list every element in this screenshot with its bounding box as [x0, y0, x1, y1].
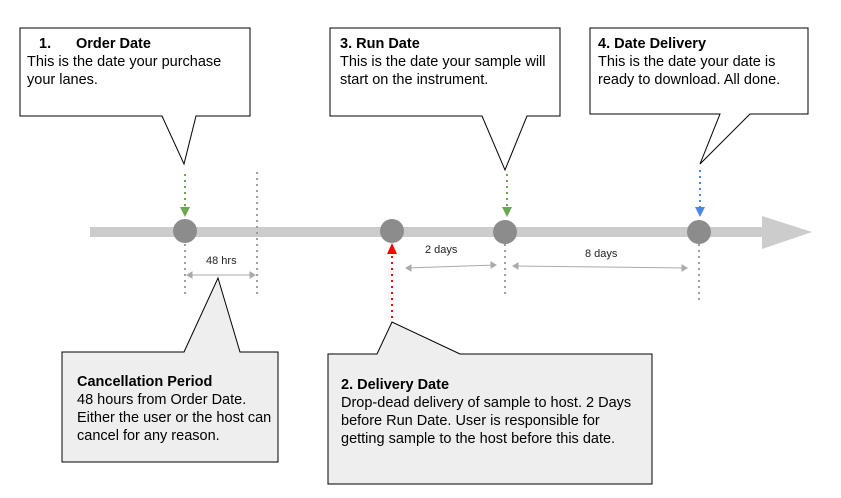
date-delivery-arrow — [695, 207, 705, 217]
interval-2days-arrow — [405, 261, 497, 272]
date-delivery-text: 4. Date Delivery This is the date your d… — [598, 35, 803, 89]
milestone-order-date — [173, 219, 197, 243]
interval-8days-label: 8 days — [585, 248, 618, 260]
delivery-date-body: Drop-dead delivery of sample to host. 2 … — [341, 395, 632, 447]
run-date-arrow — [502, 207, 512, 217]
order-date-body: This is the date your purchase your lane… — [27, 54, 222, 88]
cancellation-title: Cancellation Period — [77, 374, 213, 390]
interval-48hrs-arrow — [186, 271, 256, 279]
callout-date-delivery-shape — [589, 27, 809, 165]
cancellation-text: Cancellation Period 48 hours from Order … — [77, 373, 272, 445]
delivery-date-title: 2. Delivery Date — [341, 377, 450, 393]
interval-2days-label: 2 days — [425, 244, 458, 256]
callout-cancellation-shape — [61, 276, 279, 463]
order-date-text: 1. Order Date This is the date your purch… — [27, 35, 247, 89]
order-date-title: Order Date — [76, 36, 151, 52]
timeline-arrowhead — [762, 216, 812, 249]
timeline-bar — [90, 227, 768, 237]
callout-order-date-shape — [19, 27, 251, 166]
milestone-delivery-date — [380, 219, 404, 243]
run-date-title: 3. Run Date — [340, 36, 420, 52]
order-date-number: 1. — [39, 36, 52, 52]
order-date-arrow — [180, 207, 190, 217]
run-date-text: 3. Run Date This is the date your sample… — [340, 35, 555, 89]
date-delivery-title: 4. Date Delivery — [598, 36, 707, 52]
delivery-date-text: 2. Delivery Date Drop-dead delivery of s… — [341, 376, 641, 448]
run-date-body: This is the date your sample will start … — [340, 54, 546, 88]
milestone-run-date — [493, 220, 517, 244]
cancellation-body: 48 hours from Order Date. Either the use… — [77, 392, 272, 444]
milestone-date-delivery — [687, 220, 711, 244]
callout-delivery-date-shape — [327, 321, 653, 485]
delivery-date-arrow — [387, 243, 397, 254]
interval-8days-arrow — [512, 262, 688, 272]
date-delivery-body: This is the date your date is ready to d… — [598, 54, 781, 88]
callout-run-date-shape — [329, 27, 561, 172]
interval-48hrs-label: 48 hrs — [206, 255, 237, 267]
